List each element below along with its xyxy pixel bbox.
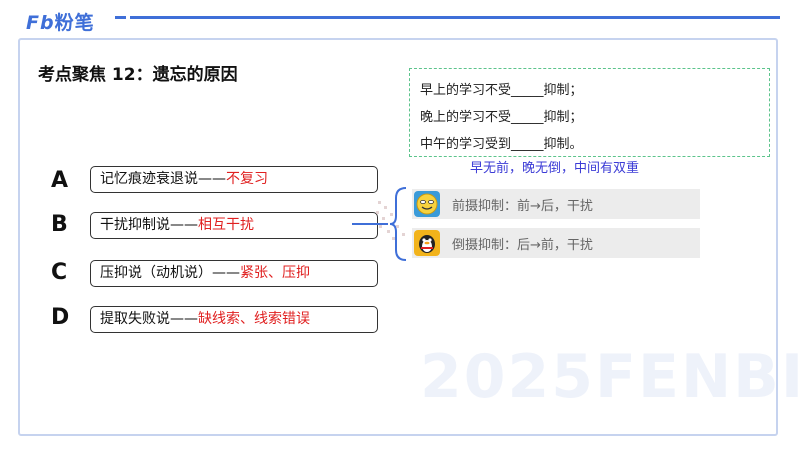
faint-stamp-mark	[370, 195, 416, 245]
retroactive-inhibition-row: 倒摄抑制：后→前，干扰	[412, 228, 700, 258]
smiley-emoji-icon	[414, 191, 440, 217]
option-d-box: 提取失败说——缺线索、线索错误	[90, 306, 378, 333]
option-b-box: 干扰抑制说——相互干扰	[90, 212, 378, 239]
brace-bracket	[388, 186, 408, 262]
option-c-highlight: 紧张、压抑	[240, 265, 310, 281]
summary-mnemonic: 早无前，晚无倒，中间有双重	[470, 161, 640, 176]
proactive-inhibition-text: 前摄抑制：前→后，干扰	[452, 199, 593, 214]
option-c-box: 压抑说（动机说）——紧张、压抑	[90, 260, 378, 287]
qq-penguin-icon	[414, 230, 440, 256]
fenbi-logo: Fb粉笔	[26, 8, 95, 35]
connector-line	[352, 223, 388, 225]
option-b-text: 干扰抑制说——	[100, 217, 198, 233]
fill-in-note-box: 早上的学习不受_____抑制； 晚上的学习不受_____抑制； 中午的学习受到_…	[409, 68, 770, 157]
option-d-text: 提取失败说——	[100, 311, 198, 327]
option-letter-c: C	[51, 260, 68, 285]
page-title: 考点聚焦 12：遗忘的原因	[38, 65, 238, 85]
note-line-noon: 中午的学习受到_____抑制。	[420, 137, 583, 152]
note-line-morning: 早上的学习不受_____抑制；	[420, 83, 583, 98]
option-d-highlight: 缺线索、线索错误	[198, 311, 310, 327]
option-letter-b: B	[51, 212, 68, 237]
logo-mark: Fb	[26, 12, 55, 34]
option-a-text: 记忆痕迹衰退说——	[100, 171, 226, 187]
option-c-text: 压抑说（动机说）——	[100, 265, 240, 281]
logo-text: 粉笔	[54, 12, 95, 34]
retroactive-inhibition-text: 倒摄抑制：后→前，干扰	[452, 238, 593, 253]
proactive-inhibition-row: 前摄抑制：前→后，干扰	[412, 189, 700, 219]
header-rule-accent	[115, 16, 126, 19]
option-b-highlight: 相互干扰	[198, 217, 254, 233]
watermark-text: 2025FENBI	[420, 342, 800, 412]
option-letter-a: A	[51, 168, 69, 193]
option-a-highlight: 不复习	[226, 171, 268, 187]
note-line-evening: 晚上的学习不受_____抑制；	[420, 110, 583, 125]
slide-frame	[18, 38, 778, 436]
option-a-box: 记忆痕迹衰退说——不复习	[90, 166, 378, 193]
header-rule	[130, 16, 780, 19]
option-letter-d: D	[51, 305, 70, 330]
